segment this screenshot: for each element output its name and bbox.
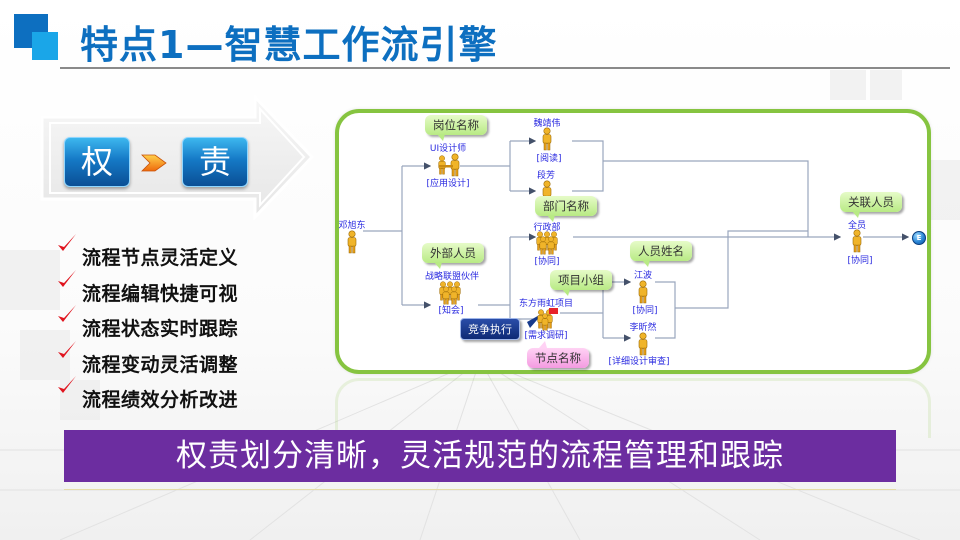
authority-tile: 权 — [64, 137, 130, 187]
connector — [603, 160, 809, 237]
title-divider — [60, 67, 950, 69]
callout-external-staff: 外部人员 — [422, 243, 484, 269]
orange-chevron-arrow-icon — [141, 154, 167, 172]
node-role-li: [详细设计审查] — [608, 357, 670, 367]
red-check-mark-icon — [58, 340, 76, 358]
callout-competitive-execution: 竞争执行 — [460, 318, 520, 340]
panel-reflection — [335, 378, 931, 438]
person-icon — [346, 230, 358, 254]
node-role-wei: [阅读] — [536, 154, 562, 164]
red-check-mark-icon — [58, 305, 76, 322]
designer-at-desk-icon — [438, 153, 460, 177]
callout-department-name: 部门名称 — [535, 196, 597, 222]
feature-label: 流程变动灵活调整 — [82, 353, 239, 376]
red-check-mark-icon — [58, 269, 76, 287]
node-name-li: 李昕然 — [629, 323, 657, 333]
node-role-jiang: [协同] — [632, 306, 658, 316]
person-icon — [637, 280, 649, 304]
node-name-start: 邓旭东 — [338, 221, 366, 231]
summary-banner: 权责划分清晰，灵活规范的流程管理和跟踪 — [64, 430, 896, 482]
node-name-project: 东方雨虹项目 — [518, 299, 574, 309]
callout-person-name: 人员姓名 — [630, 241, 692, 267]
connector — [675, 230, 808, 309]
callout-node-name: 节点名称 — [527, 341, 589, 368]
feature-label: 流程节点灵活定义 — [82, 247, 239, 269]
group-icon — [439, 281, 461, 305]
node-role-admin: [协同] — [534, 257, 560, 267]
large-right-arrow-outline-icon — [40, 95, 315, 220]
workflow-connectors — [363, 137, 910, 342]
node-name-admin: 行政部 — [533, 223, 561, 233]
team-with-flag-icon — [537, 308, 558, 331]
logo-square-light-icon — [32, 32, 58, 60]
node-name-duan: 段芳 — [536, 171, 556, 181]
red-check-mark-icon — [58, 376, 76, 393]
end-node-icon: E — [912, 231, 926, 245]
node-name-wei: 魏靖伟 — [533, 119, 561, 129]
node-role-partner: [知会] — [438, 306, 464, 316]
group-icon — [536, 231, 558, 255]
banner-underline — [64, 489, 896, 490]
node-name-all: 全员 — [847, 221, 867, 231]
person-icon — [541, 127, 553, 151]
person-icon — [851, 229, 863, 253]
summary-banner-text: 权责划分清晰，灵活规范的流程管理和跟踪 — [176, 438, 784, 474]
connector — [655, 281, 676, 339]
callout-position-name: 岗位名称 — [425, 115, 487, 141]
node-name-ui: UI设计师 — [429, 144, 467, 154]
callout-project-team: 项目小组 — [550, 270, 612, 296]
feature-label: 流程状态实时跟踪 — [82, 318, 239, 340]
connector — [572, 140, 604, 192]
workflow-diagram-panel — [335, 109, 931, 374]
responsibility-tile: 责 — [182, 137, 248, 187]
node-role-all: [协同] — [847, 256, 873, 266]
node-name-jiang: 江波 — [633, 271, 653, 281]
callout-related-staff: 关联人员 — [840, 192, 902, 218]
feature-label: 流程编辑快捷可视 — [82, 282, 239, 305]
feature-label: 流程绩效分析改进 — [82, 389, 239, 411]
node-role-project: [需求调研] — [524, 331, 568, 341]
red-check-mark-icon — [58, 234, 76, 251]
person-icon — [637, 332, 649, 356]
page-title: 特点1—智慧工作流引擎 — [80, 23, 498, 67]
node-role-ui: [应用设计] — [426, 179, 470, 189]
node-name-partner: 战略联盟伙伴 — [424, 272, 480, 282]
